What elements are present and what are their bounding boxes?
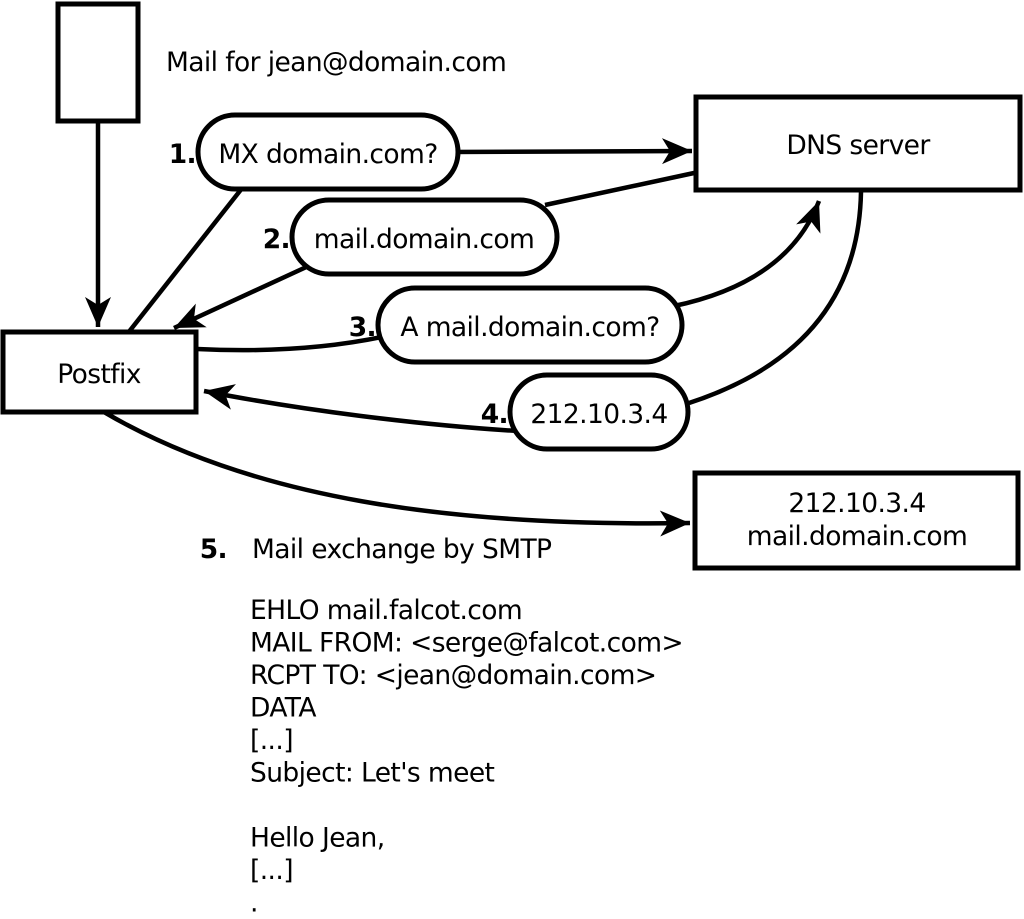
step3-number: 3. bbox=[349, 312, 376, 343]
step5-label: Mail exchange by SMTP bbox=[252, 534, 552, 565]
smtp-line: DATA bbox=[250, 693, 316, 724]
step4-number: 4. bbox=[481, 399, 508, 430]
line-dns-to-response2 bbox=[544, 170, 695, 208]
step2-number: 2. bbox=[263, 224, 290, 255]
dns-server-box bbox=[693, 94, 1023, 193]
arrow-smtp-to-mailserver bbox=[102, 410, 691, 537]
smtp-line: [...] bbox=[250, 855, 293, 886]
step5-number: 5. bbox=[200, 534, 227, 565]
sender-box bbox=[55, 1, 141, 124]
dns-server-label: DNS server bbox=[786, 130, 930, 161]
arrow-query1-to-dns bbox=[449, 138, 693, 165]
arrow-query3-to-dns bbox=[673, 200, 822, 309]
mail-server-hostname: mail.domain.com bbox=[747, 521, 967, 552]
step5-caption: 5. Mail exchange by SMTP bbox=[200, 534, 553, 565]
smtp-line: EHLO mail.falcot.com bbox=[250, 595, 522, 626]
step1-number: 1. bbox=[169, 139, 196, 170]
response4-label: 212.10.3.4 bbox=[530, 399, 667, 430]
postfix-label: Postfix bbox=[57, 359, 141, 390]
query3-label: A mail.domain.com? bbox=[400, 312, 659, 343]
response2-pill bbox=[289, 197, 560, 277]
smtp-line: Subject: Let's meet bbox=[250, 758, 495, 789]
arrow-response2-to-postfix bbox=[173, 260, 316, 331]
line-postfix-to-query3 bbox=[196, 334, 383, 353]
query1-pill bbox=[195, 112, 461, 192]
smtp-line: Hello Jean, bbox=[250, 823, 385, 854]
postfix-box bbox=[0, 329, 199, 415]
smtp-line: . bbox=[250, 888, 258, 919]
smtp-line: [...] bbox=[250, 725, 293, 756]
response2-label: mail.domain.com bbox=[314, 224, 534, 255]
query1-label: MX domain.com? bbox=[218, 139, 437, 170]
mail-server-ip: 212.10.3.4 bbox=[788, 488, 925, 519]
response4-pill bbox=[507, 372, 691, 452]
smtp-line: RCPT TO: <jean@domain.com> bbox=[250, 660, 656, 691]
diagram-title: Mail for jean@domain.com bbox=[166, 47, 506, 78]
smtp-session: EHLO mail.falcot.com MAIL FROM: <serge@f… bbox=[250, 595, 684, 919]
query3-pill bbox=[375, 285, 685, 365]
smtp-line: MAIL FROM: <serge@falcot.com> bbox=[250, 628, 683, 659]
mail-server-box bbox=[692, 470, 1021, 571]
arrow-response4-to-postfix bbox=[203, 384, 518, 434]
line-postfix-to-query1 bbox=[126, 185, 245, 335]
line-dns-to-response4 bbox=[688, 191, 864, 406]
